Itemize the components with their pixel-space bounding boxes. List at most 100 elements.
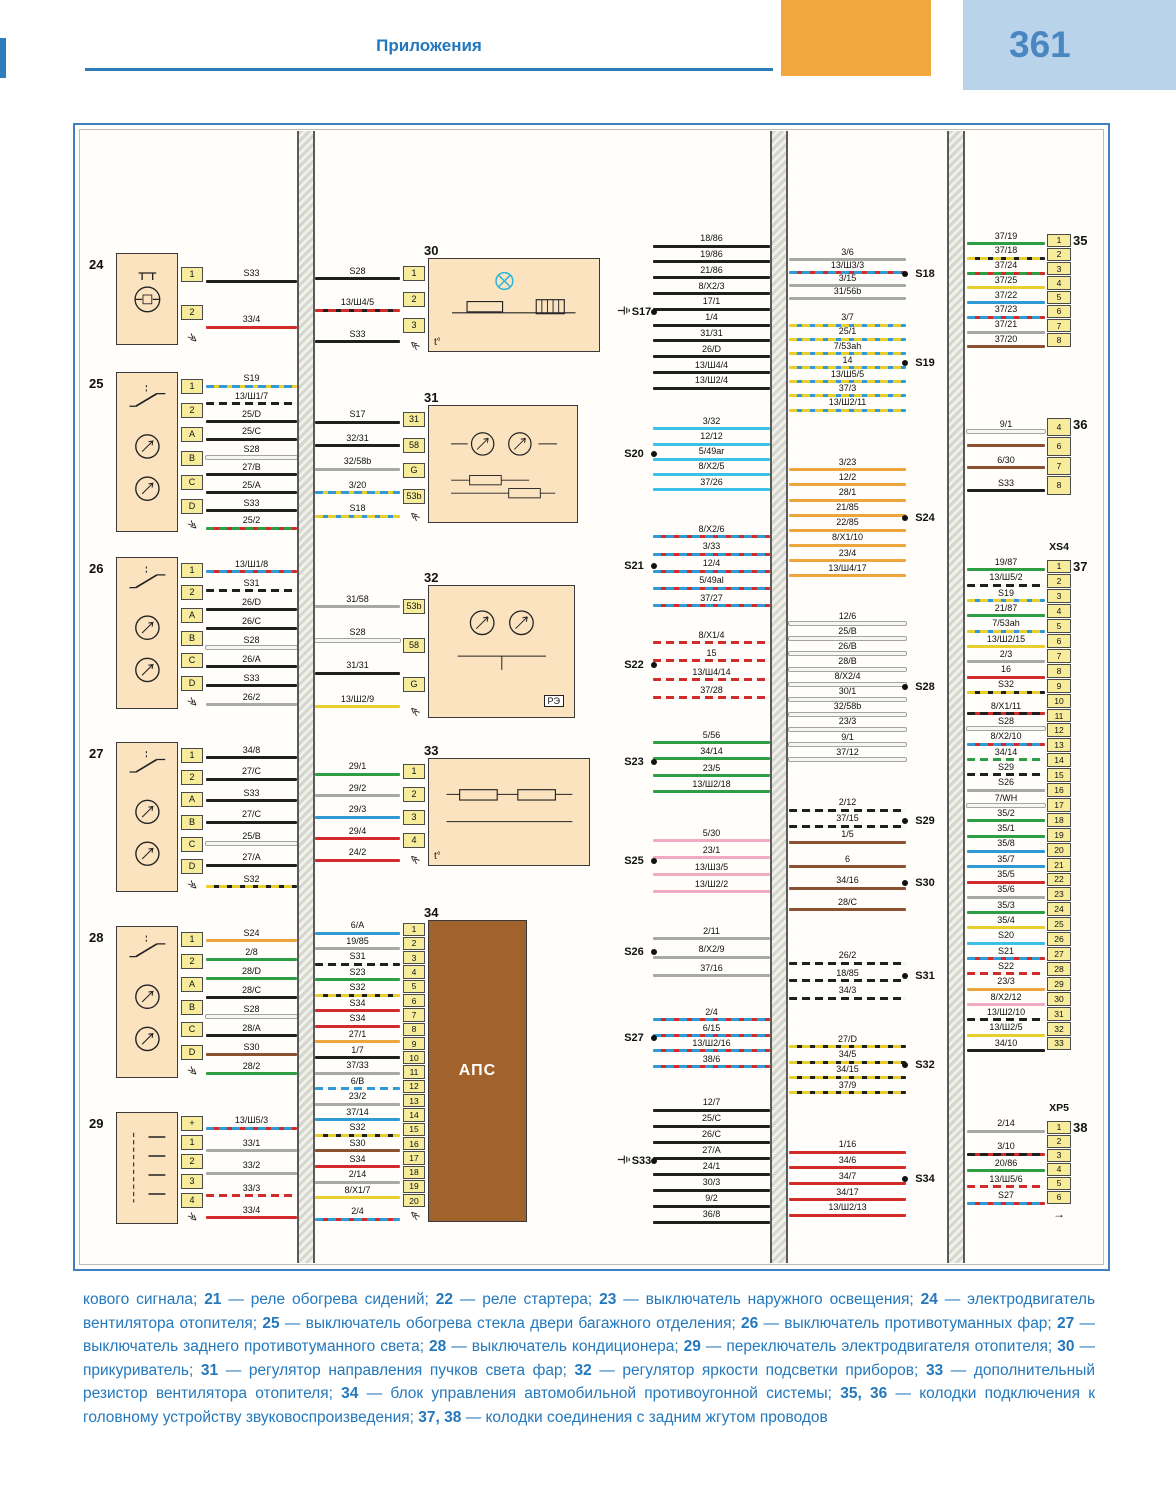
splice-label: S32	[906, 1034, 944, 1095]
wire: 37/26	[653, 477, 770, 492]
splice-label: S20	[615, 416, 653, 492]
wire-line	[789, 961, 906, 965]
wire-label: 13/Ш5/2	[989, 572, 1023, 583]
connector-pin: A	[181, 977, 203, 993]
wire-line	[967, 430, 1045, 434]
wire: 9/1	[967, 419, 1045, 434]
wire: 27/B	[206, 462, 297, 477]
wire-label: 8/X2/12	[990, 991, 1022, 1002]
wire: S33	[315, 329, 400, 344]
wire-line	[967, 1201, 1045, 1205]
wire: 28/C	[789, 897, 906, 912]
component-symbol	[116, 742, 178, 892]
connector-pin: 1	[403, 764, 425, 779]
wire-label: 34/8	[242, 744, 261, 755]
wire: 34/14	[653, 746, 770, 761]
wire: 16	[967, 664, 1045, 679]
connector-pin: 1	[403, 922, 425, 936]
wire-line	[206, 820, 297, 824]
connector-pin: 4	[1047, 604, 1071, 619]
wire-line	[653, 1018, 770, 1022]
wire-label: S34	[349, 1153, 366, 1164]
wire-line	[315, 772, 400, 776]
wire: 13/Ш3/5	[653, 862, 770, 877]
wire: 33/3	[206, 1183, 297, 1198]
wire-label: S30	[243, 1041, 260, 1052]
wire-line	[653, 323, 770, 327]
wire-line	[315, 467, 400, 471]
splice-label: S26	[615, 924, 653, 980]
wire: 25/C	[206, 426, 297, 441]
connector-pin: 1	[181, 562, 203, 578]
splice-label: S21	[615, 523, 653, 609]
wire-line	[206, 589, 297, 593]
wire-label: 8/X2/4	[834, 671, 861, 682]
wire: 35/8	[967, 838, 1045, 853]
wire-label: S33	[243, 672, 260, 683]
wire-line	[789, 824, 906, 828]
wire: S21	[967, 946, 1045, 961]
wire-label: 34/15	[836, 1064, 859, 1075]
wire-label: 37/9	[838, 1079, 857, 1090]
wire: S23	[315, 967, 400, 982]
wire: 37/22	[967, 290, 1045, 305]
wire: S24	[206, 928, 297, 943]
wire-label: 32/58b	[343, 456, 372, 467]
wire: 29/1	[315, 761, 400, 776]
component-number: 25	[89, 376, 104, 391]
connector-number: 37	[1073, 559, 1088, 574]
wire: 27/C	[206, 809, 297, 824]
connector-pin: D	[181, 859, 203, 875]
wire-line	[206, 491, 297, 495]
wire: 35/3	[967, 900, 1045, 915]
figure-caption: кового сигнала; 21 — реле обогрева сиден…	[83, 1288, 1095, 1429]
connector-pin: 31	[1047, 1006, 1071, 1021]
wire: 26/C	[653, 1129, 770, 1144]
wire-line	[967, 675, 1045, 679]
wire: S33	[967, 478, 1045, 493]
wire-label: 13/Ш2/9	[340, 693, 375, 704]
wire-label: 33/2	[242, 1160, 261, 1171]
connector-pin: 2	[403, 291, 425, 307]
wire: 8/X2/6	[653, 524, 770, 539]
wire-label: 13/Ш4/14	[692, 666, 731, 677]
caption-text: — дополнительный резистор вентилятора от…	[83, 1361, 1095, 1403]
connector-pin: 3	[1047, 1148, 1071, 1162]
wire-label: 24/2	[348, 847, 367, 858]
connector-pin: 31	[403, 412, 425, 428]
wire-line	[206, 703, 297, 707]
wire-line	[315, 1196, 400, 1200]
wire-line	[315, 837, 400, 841]
connector-pin: 4	[181, 1192, 203, 1208]
wire-label: 17/1	[702, 296, 721, 307]
wire-line	[967, 895, 1045, 899]
wire-label: 28/B	[838, 656, 857, 667]
connector-pin: 28	[1047, 961, 1071, 976]
wire: S29	[967, 762, 1045, 777]
wire: S32	[206, 874, 297, 888]
wire-label: 37/23	[994, 304, 1018, 315]
wire: 25/B	[789, 626, 906, 641]
wire-label: 35/7	[997, 853, 1015, 864]
wire: 31/58	[315, 594, 400, 609]
wire-label: 19/86	[700, 248, 723, 259]
wire: 31/31	[653, 328, 770, 343]
wire: 37/18	[967, 245, 1045, 260]
wire-line	[206, 325, 297, 329]
wire-line	[315, 1102, 400, 1106]
wire: 33/4	[206, 1205, 297, 1220]
wire-label: 25/C	[701, 1113, 721, 1124]
wire-line	[967, 941, 1045, 945]
wire: 13/Ш2/18	[653, 779, 770, 794]
component-symbol	[116, 557, 178, 709]
connector-pin: 7	[1047, 319, 1071, 333]
